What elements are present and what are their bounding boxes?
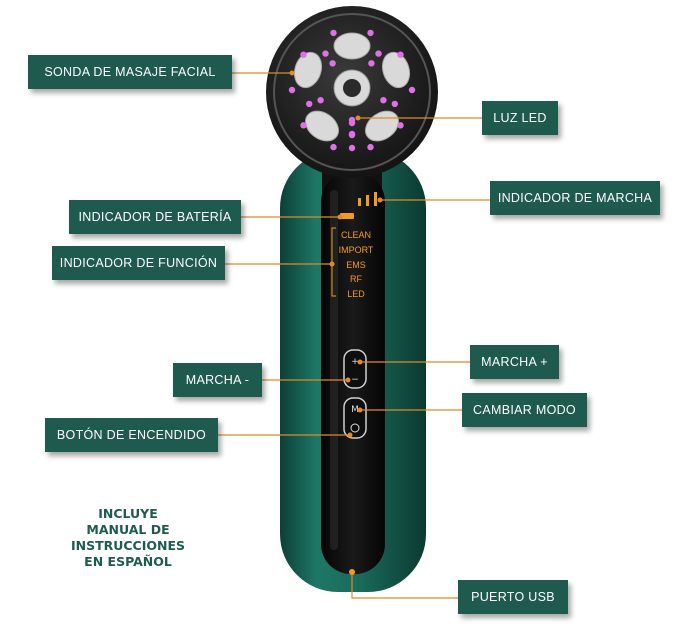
led-dot — [380, 97, 387, 104]
callout-sonda-masaje: SONDA DE MASAJE FACIAL — [28, 55, 232, 89]
led-lights — [288, 29, 416, 152]
control-buttons: + − M — [343, 349, 367, 439]
led-dot — [306, 100, 313, 108]
callout-indicador-marcha: INDICADOR DE MARCHA — [490, 181, 660, 215]
callout-indicador-funcion-label: INDICADOR DE FUNCIÓN — [59, 256, 218, 270]
mode-label-import: IMPORT — [339, 245, 374, 255]
callout-boton-encendido: BOTÓN DE ENCENDIDO — [45, 418, 218, 452]
callout-indicador-funcion: INDICADOR DE FUNCIÓN — [52, 246, 225, 280]
battery-indicator — [340, 213, 354, 219]
led-dot — [367, 29, 374, 37]
note-line-4: EN ESPAÑOL — [84, 554, 172, 569]
led-dot — [330, 143, 337, 151]
svg-text:+: + — [351, 357, 359, 367]
mode-label-ems: EMS — [346, 260, 366, 270]
led-dot — [348, 130, 356, 138]
usb-port-dot — [349, 569, 355, 575]
manual-note: INCLUYE MANUAL DE INSTRUCCIONES EN ESPAÑ… — [52, 506, 204, 570]
mode-label-rf: RF — [350, 274, 362, 284]
led-dot — [317, 97, 324, 104]
led-dot — [391, 100, 398, 108]
led-dot — [368, 60, 375, 67]
speed-indicator-bars — [358, 192, 377, 206]
led-dot — [322, 50, 329, 57]
callout-indicador-marcha-label: INDICADOR DE MARCHA — [497, 191, 653, 205]
led-dot — [367, 143, 374, 151]
led-dot — [375, 50, 382, 57]
callout-marcha-plus-label: MARCHA + — [481, 355, 548, 369]
leader-lines — [218, 72, 490, 599]
svg-text:M: M — [351, 405, 359, 415]
callout-cambiar-modo: CAMBIAR MODO — [462, 393, 587, 427]
led-dot — [348, 144, 356, 152]
mode-label-clean: CLEAN — [341, 230, 371, 240]
svg-text:−: − — [351, 375, 359, 385]
led-dot — [330, 29, 337, 37]
callout-marcha-minus: MARCHA - — [173, 363, 262, 397]
led-dot — [300, 51, 307, 58]
led-dot — [329, 60, 336, 67]
led-dot — [300, 122, 307, 129]
callout-indicador-bateria: INDICADOR DE BATERÍA — [69, 200, 241, 234]
note-line-2: MANUAL DE — [86, 522, 170, 537]
callout-puerto-usb-label: PUERTO USB — [471, 590, 555, 604]
callout-boton-encendido-label: BOTÓN DE ENCENDIDO — [56, 428, 207, 442]
led-dot — [348, 116, 356, 124]
note-line-1: INCLUYE — [98, 506, 158, 521]
callout-sonda-label: SONDA DE MASAJE FACIAL — [44, 65, 216, 79]
callout-marcha-minus-label: MARCHA - — [185, 373, 250, 387]
callout-puerto-usb: PUERTO USB — [458, 580, 568, 614]
callout-cambiar-modo-label: CAMBIAR MODO — [473, 403, 576, 417]
note-line-3: INSTRUCCIONES — [70, 538, 186, 553]
callout-marcha-plus: MARCHA + — [470, 345, 559, 379]
led-dot — [408, 86, 416, 94]
callout-indicador-bateria-label: INDICADOR DE BATERÍA — [78, 210, 232, 224]
led-dot — [397, 122, 404, 129]
led-dot — [288, 86, 296, 94]
led-dot — [397, 51, 404, 58]
mode-label-led: LED — [347, 289, 365, 299]
callout-luz-led: LUZ LED — [482, 101, 558, 135]
callout-luz-led-label: LUZ LED — [493, 111, 547, 125]
massage-head — [266, 6, 438, 178]
